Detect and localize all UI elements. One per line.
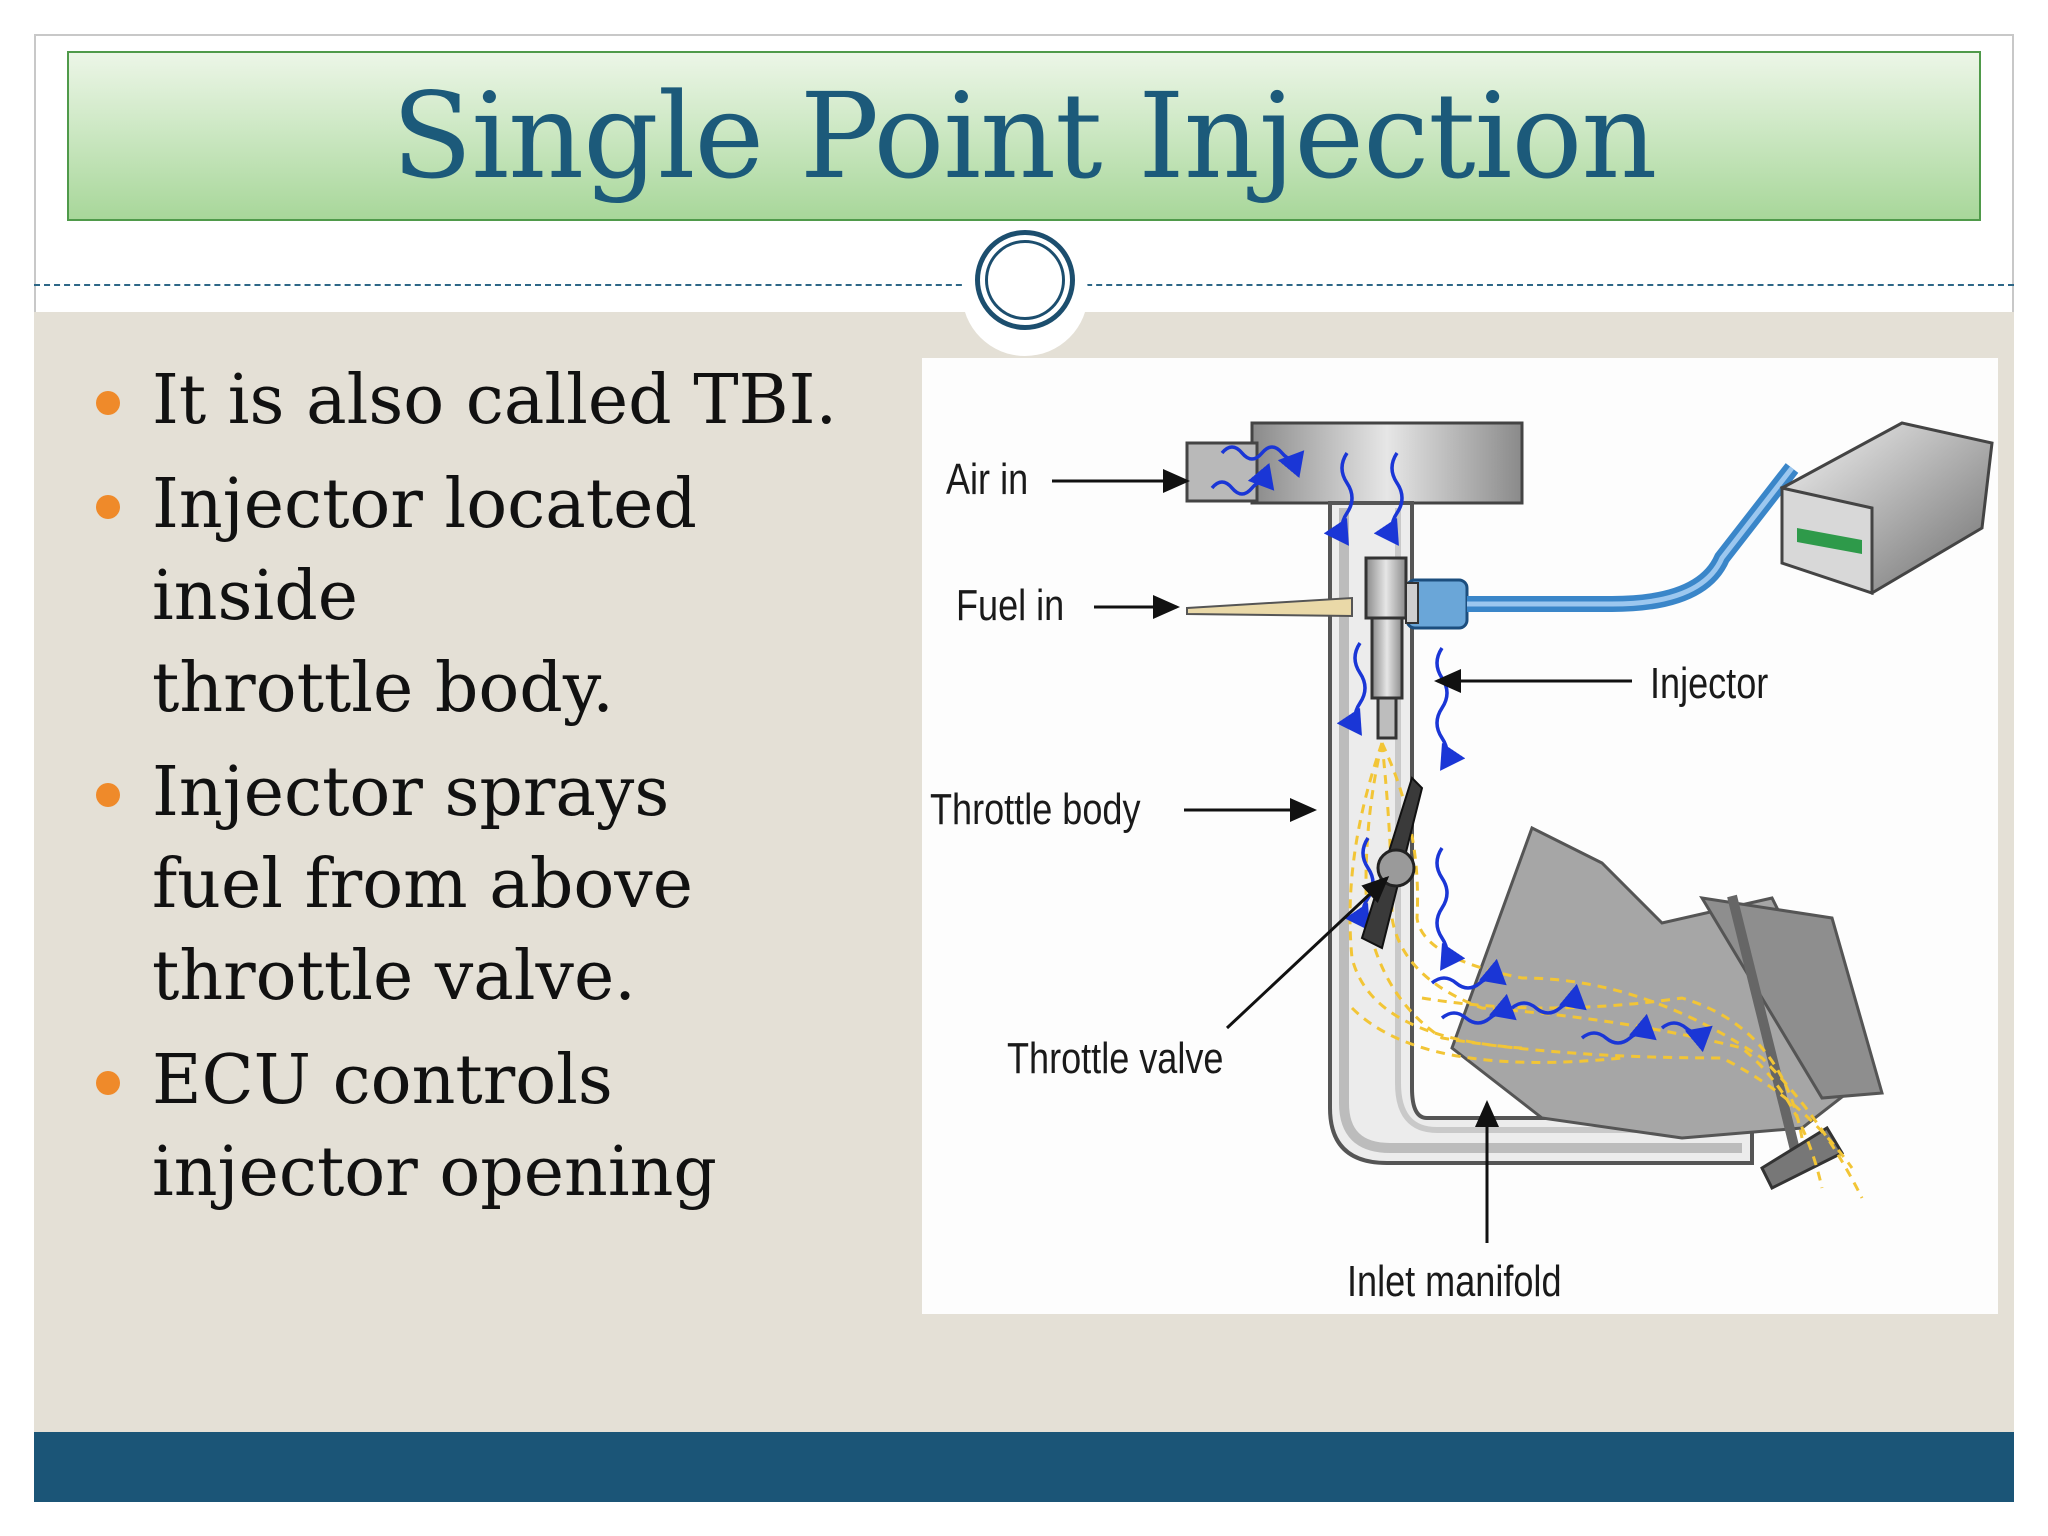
footer-bar: [34, 1432, 2014, 1502]
air-flow-arrows: [1210, 445, 1713, 1053]
label-fuel-in: Fuel in: [956, 581, 1064, 630]
injector: [1364, 556, 1419, 740]
air-housing: [1185, 421, 1524, 505]
bullet-line: throttle valve.: [152, 937, 636, 1016]
bullet-item: It is also called TBI.: [90, 355, 920, 447]
label-air-in: Air in: [946, 455, 1028, 504]
label-throttle-valve: Throttle valve: [1007, 1034, 1223, 1083]
label-throttle-body: Throttle body: [930, 785, 1141, 834]
bullet-line: Injector located inside: [152, 465, 697, 636]
title-banner: Single Point Injection: [67, 51, 1981, 221]
bullet-dot-icon: [96, 391, 120, 415]
bullet-item: Injector located inside throttle body.: [90, 459, 920, 735]
bullet-line: ECU controls: [152, 1041, 613, 1120]
bullet-item: Injector sprays fuel from above throttle…: [90, 747, 920, 1023]
cylinder-head: [1450, 825, 1884, 1140]
bullet-line: injector opening: [152, 1133, 717, 1212]
bullet-line: throttle body.: [152, 649, 614, 728]
diagram-svg: Air in Fuel in Injector Throttle body Th…: [930, 421, 1994, 1306]
circle-ornament-icon: [975, 230, 1075, 330]
bullet-line: Injector sprays: [152, 753, 670, 832]
bullet-dot-icon: [96, 783, 120, 807]
bullet-dot-icon: [96, 1071, 120, 1095]
ecu-box: [1779, 421, 1994, 596]
injection-diagram: Air in Fuel in Injector Throttle body Th…: [922, 358, 1998, 1314]
bullet-list: It is also called TBI. Injector located …: [90, 355, 920, 1231]
bullet-line: fuel from above: [152, 845, 693, 924]
label-injector: Injector: [1650, 659, 1768, 708]
bullet-line: It is also called TBI.: [152, 361, 838, 440]
label-inlet-manifold: Inlet manifold: [1347, 1257, 1562, 1306]
bullet-item: ECU controls injector opening: [90, 1035, 920, 1219]
label-arrows: [1052, 469, 1632, 1243]
bullet-dot-icon: [96, 495, 120, 519]
slide-title: Single Point Injection: [391, 67, 1658, 205]
fuel-line: [1186, 463, 1799, 630]
